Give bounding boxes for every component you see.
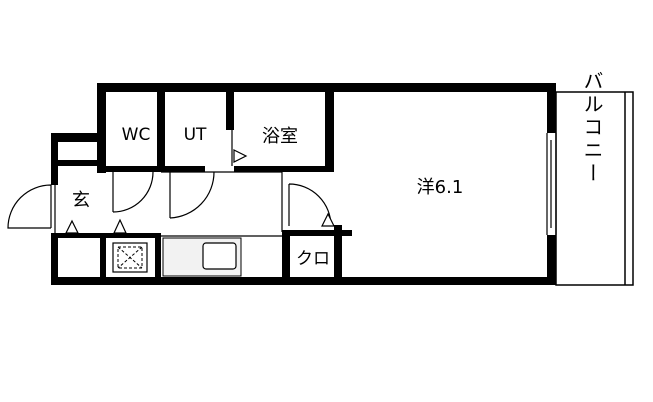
wall-right-bottom (547, 235, 556, 285)
wall-entrance-step (58, 233, 106, 238)
bath-door-marker (233, 149, 248, 163)
wall-room-left (334, 225, 342, 285)
wall-ut-bath (226, 92, 234, 130)
pipe-shaft (112, 242, 148, 273)
wall-wc-bottom (106, 166, 157, 172)
wall-top (97, 83, 556, 92)
wall-entrance-inner (100, 233, 106, 285)
wall-alcove-top (51, 133, 106, 142)
entrance-step-marker (65, 219, 79, 234)
room-label-balcony: バルコニー (580, 71, 604, 186)
wall-left-lower (51, 233, 58, 285)
room-label-closet: クロ (296, 249, 330, 269)
wall-closet-left (282, 232, 290, 285)
entrance-door (7, 184, 52, 229)
room-label-wc: WC (122, 125, 151, 145)
thin-lines (54, 91, 634, 286)
wall-ut-bottom (165, 166, 205, 172)
wall-left (51, 133, 58, 185)
markers (65, 149, 335, 234)
balcony-outline (555, 91, 634, 286)
wall-closet-top (282, 230, 352, 236)
wall-right-top (547, 83, 556, 133)
room-label-bath: 浴室 (262, 126, 298, 147)
wall-bath-right (325, 92, 334, 172)
wall-wc-ut (157, 92, 165, 172)
doors (7, 171, 332, 229)
wall-bath-bottom (234, 166, 334, 172)
room-label-entrance: 玄 (72, 190, 90, 211)
wall-pipe (106, 233, 156, 238)
ut-door (169, 171, 215, 219)
wall-alcove-lower (51, 160, 106, 166)
room-label-ut: UT (184, 125, 207, 145)
wall-pipe-right (155, 233, 161, 285)
room-label-western-room: 洋6.1 (417, 177, 464, 198)
wall-wc-left (97, 83, 106, 173)
wall-bottom (51, 277, 555, 285)
wc-door (112, 171, 154, 213)
closet-marker (321, 212, 335, 227)
pipe-marker (113, 218, 127, 234)
walls (51, 83, 556, 285)
kitchen-sink (162, 237, 242, 277)
